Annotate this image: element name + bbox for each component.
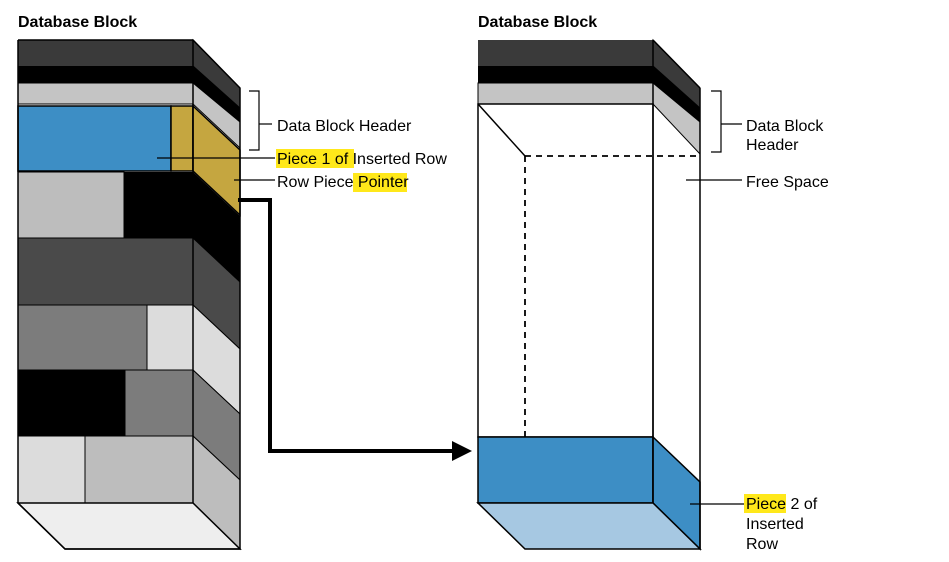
piece2-row-segment	[477, 436, 654, 504]
left-side-black	[193, 66, 240, 122]
left-block-black-stripe	[18, 66, 193, 83]
row-6b	[124, 369, 194, 437]
piece1-row-segment	[17, 105, 172, 172]
piece1-label-rest: f Inserted Row	[344, 151, 448, 168]
left-header-bracket	[249, 90, 260, 151]
piece1-highlight-bg	[276, 149, 354, 168]
row-4	[17, 237, 194, 306]
right-block-title: Database Block	[478, 14, 597, 31]
chain-arrow	[238, 198, 472, 461]
right-annotations: Data Block Header Free Space Piece 2 of …	[686, 90, 829, 553]
piece2-label-rest: of	[799, 496, 817, 513]
left-block-header-stripe	[17, 82, 194, 105]
left-side-row3	[193, 172, 240, 282]
right-block-header-stripe	[477, 82, 654, 105]
left-block-top-stripe	[18, 40, 193, 66]
piece2-label-line1: Piece 2 of	[746, 496, 818, 513]
row-7a	[17, 435, 86, 504]
pointer-label-plain: Row Piece	[277, 174, 358, 191]
pointer-label-highlight: Pointe	[358, 174, 403, 191]
row-piece-pointer-segment	[170, 105, 194, 172]
left-header-label: Data Block Header	[277, 118, 412, 135]
row-3a	[17, 171, 125, 239]
right-block-top-edge	[652, 39, 701, 89]
free-space-area	[477, 103, 654, 438]
pointer-highlight-bg	[353, 173, 407, 192]
piece2-label-line2: Inserted	[746, 516, 804, 533]
chain-arrow-head	[452, 441, 472, 461]
left-annotations: Data Block Header Piece 1 of Inserted Ro…	[157, 90, 447, 192]
right-header-label-line2: Header	[746, 137, 799, 154]
chain-arrow-line	[238, 198, 456, 453]
free-space-label: Free Space	[746, 174, 829, 191]
piece1-label-highlight: Piece 1 o	[277, 151, 344, 168]
pointer-label: Row Piece Pointer	[277, 174, 409, 191]
row-3b	[124, 172, 193, 238]
piece2-label-line3: Row	[746, 536, 778, 553]
row-5a	[17, 304, 148, 371]
right-database-block: Database Block	[476, 14, 702, 551]
right-side-black	[653, 66, 700, 122]
free-space-diagonal	[477, 103, 526, 157]
right-header-bracket	[711, 90, 722, 153]
right-block-black-stripe	[478, 66, 653, 83]
piece2-highlight-bg	[744, 494, 786, 513]
row-7b	[84, 435, 194, 504]
right-block-top-stripe	[478, 40, 653, 66]
left-database-block: Database Block	[16, 14, 242, 551]
pointer-label-rest: r	[403, 174, 409, 191]
row-5b	[146, 304, 194, 371]
row-6a	[18, 370, 125, 436]
right-header-label-line1: Data Block	[746, 118, 824, 135]
left-block-title: Database Block	[18, 14, 137, 31]
piece1-label: Piece 1 of Inserted Row	[277, 151, 447, 168]
piece2-label-highlight: Piece 2	[746, 496, 799, 513]
